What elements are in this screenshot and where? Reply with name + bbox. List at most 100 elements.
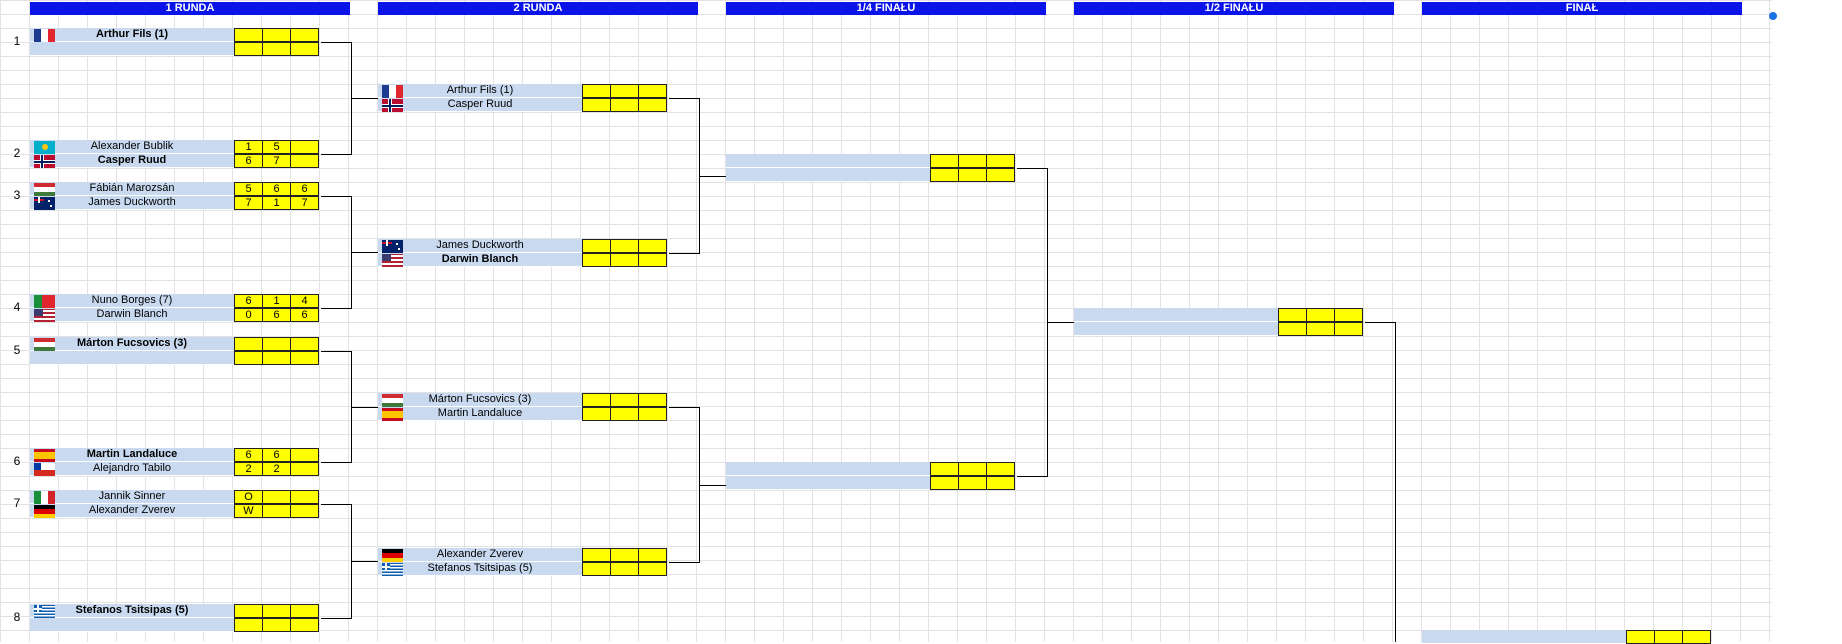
match-r2-2-player-1[interactable]: James Duckworth <box>378 239 678 253</box>
score-cell-set-3[interactable] <box>986 154 1015 168</box>
score-cell-set-1[interactable]: 6 <box>234 154 263 168</box>
score-cell-set-2[interactable] <box>262 618 291 632</box>
score-cell-set-1[interactable] <box>234 337 263 351</box>
match-r2-1-player-1[interactable]: Arthur Fils (1) <box>378 84 678 98</box>
score-cell-set-2[interactable] <box>262 28 291 42</box>
score-cell-set-3[interactable] <box>290 462 319 476</box>
score-cell-set-3[interactable] <box>290 337 319 351</box>
match-r2-4-player-2[interactable]: Stefanos Tsitsipas (5) <box>378 562 678 576</box>
player-name[interactable] <box>726 462 930 476</box>
player-name[interactable] <box>30 618 234 632</box>
score-cell-set-1[interactable] <box>582 98 611 112</box>
score-cell-set-1[interactable] <box>582 253 611 267</box>
match-sf-player-2[interactable] <box>1074 322 1374 336</box>
score-cell-set-3[interactable]: 6 <box>290 308 319 322</box>
player-name[interactable]: Alexander Bublik <box>30 140 234 154</box>
player-name[interactable]: Alexander Zverev <box>378 548 582 562</box>
player-name[interactable] <box>30 351 234 365</box>
player-name[interactable]: Casper Ruud <box>378 98 582 112</box>
player-name[interactable]: Casper Ruud <box>30 154 234 168</box>
score-cell-set-3[interactable] <box>290 154 319 168</box>
score-cell-set-1[interactable] <box>1278 322 1307 336</box>
score-cell-set-3[interactable] <box>290 504 319 518</box>
score-cell-set-3[interactable] <box>638 98 667 112</box>
score-cell-set-1[interactable] <box>930 154 959 168</box>
player-name[interactable]: Arthur Fils (1) <box>30 28 234 42</box>
player-name[interactable]: Stefanos Tsitsipas (5) <box>378 562 582 576</box>
score-cell-set-3[interactable] <box>290 618 319 632</box>
score-cell-set-2[interactable]: 6 <box>262 182 291 196</box>
score-cell-set-3[interactable] <box>290 448 319 462</box>
score-cell-set-3[interactable] <box>638 548 667 562</box>
score-cell-set-1[interactable] <box>234 604 263 618</box>
score-cell-set-1[interactable] <box>234 351 263 365</box>
score-cell-set-3[interactable] <box>290 351 319 365</box>
score-cell-set-2[interactable] <box>262 42 291 56</box>
score-cell-set-1[interactable] <box>582 548 611 562</box>
score-cell-set-1[interactable] <box>582 393 611 407</box>
match-qf-1-player-1[interactable] <box>726 154 1026 168</box>
score-cell-set-1[interactable]: 2 <box>234 462 263 476</box>
player-name[interactable]: Alejandro Tabilo <box>30 462 234 476</box>
player-name[interactable]: James Duckworth <box>30 196 234 210</box>
score-cell-set-1[interactable] <box>930 462 959 476</box>
score-cell-set-1[interactable] <box>1278 308 1307 322</box>
score-cell-set-1[interactable] <box>582 239 611 253</box>
score-cell-set-3[interactable] <box>986 476 1015 490</box>
score-cell-set-1[interactable]: W <box>234 504 263 518</box>
match-r2-2-player-2[interactable]: Darwin Blanch <box>378 253 678 267</box>
player-name[interactable]: Darwin Blanch <box>378 253 582 267</box>
player-name[interactable] <box>30 42 234 56</box>
player-name[interactable]: Martin Landaluce <box>30 448 234 462</box>
score-cell-set-1[interactable] <box>582 407 611 421</box>
score-cell-set-3[interactable] <box>1334 322 1363 336</box>
match-r1-5-player-1[interactable]: Márton Fucsovics (3) <box>30 337 330 351</box>
score-cell-set-2[interactable] <box>262 337 291 351</box>
score-cell-set-3[interactable]: 4 <box>290 294 319 308</box>
score-cell-set-2[interactable] <box>262 351 291 365</box>
score-cell-set-2[interactable] <box>610 253 639 267</box>
score-cell-set-2[interactable] <box>958 168 987 182</box>
score-cell-set-3[interactable] <box>638 253 667 267</box>
score-cell-set-2[interactable] <box>610 84 639 98</box>
score-cell-set-2[interactable] <box>958 154 987 168</box>
player-name[interactable]: Alexander Zverev <box>30 504 234 518</box>
score-cell-set-2[interactable] <box>610 407 639 421</box>
player-name[interactable] <box>726 168 930 182</box>
score-cell-set-2[interactable]: 5 <box>262 140 291 154</box>
score-cell-set-1[interactable] <box>234 28 263 42</box>
score-cell-set-2[interactable] <box>610 239 639 253</box>
player-name[interactable] <box>726 476 930 490</box>
score-cell-set-2[interactable]: 7 <box>262 154 291 168</box>
player-name[interactable]: Jannik Sinner <box>30 490 234 504</box>
score-cell-set-2[interactable] <box>262 490 291 504</box>
player-name[interactable]: Fábián Marozsán <box>30 182 234 196</box>
score-cell-set-3[interactable] <box>290 42 319 56</box>
match-r2-3-player-2[interactable]: Martin Landaluce <box>378 407 678 421</box>
match-r1-8-player-2[interactable] <box>30 618 330 632</box>
score-cell-set-3[interactable] <box>986 168 1015 182</box>
score-cell-set-3[interactable] <box>1334 308 1363 322</box>
score-cell-set-1[interactable]: 6 <box>234 448 263 462</box>
match-r1-1-player-1[interactable]: Arthur Fils (1) <box>30 28 330 42</box>
player-name[interactable]: Nuno Borges (7) <box>30 294 234 308</box>
score-cell-set-1[interactable] <box>582 84 611 98</box>
score-cell-set-2[interactable]: 1 <box>262 196 291 210</box>
score-cell-set-3[interactable] <box>638 84 667 98</box>
score-cell-set-3[interactable] <box>290 604 319 618</box>
score-cell-set-2[interactable]: 1 <box>262 294 291 308</box>
player-name[interactable] <box>1074 308 1278 322</box>
score-cell-set-2[interactable] <box>610 548 639 562</box>
score-cell-set-3[interactable]: 7 <box>290 196 319 210</box>
score-cell-set-2[interactable] <box>610 393 639 407</box>
score-cell-set-2[interactable]: 6 <box>262 308 291 322</box>
score-cell-set-1[interactable] <box>582 562 611 576</box>
score-cell-set-3[interactable] <box>638 407 667 421</box>
